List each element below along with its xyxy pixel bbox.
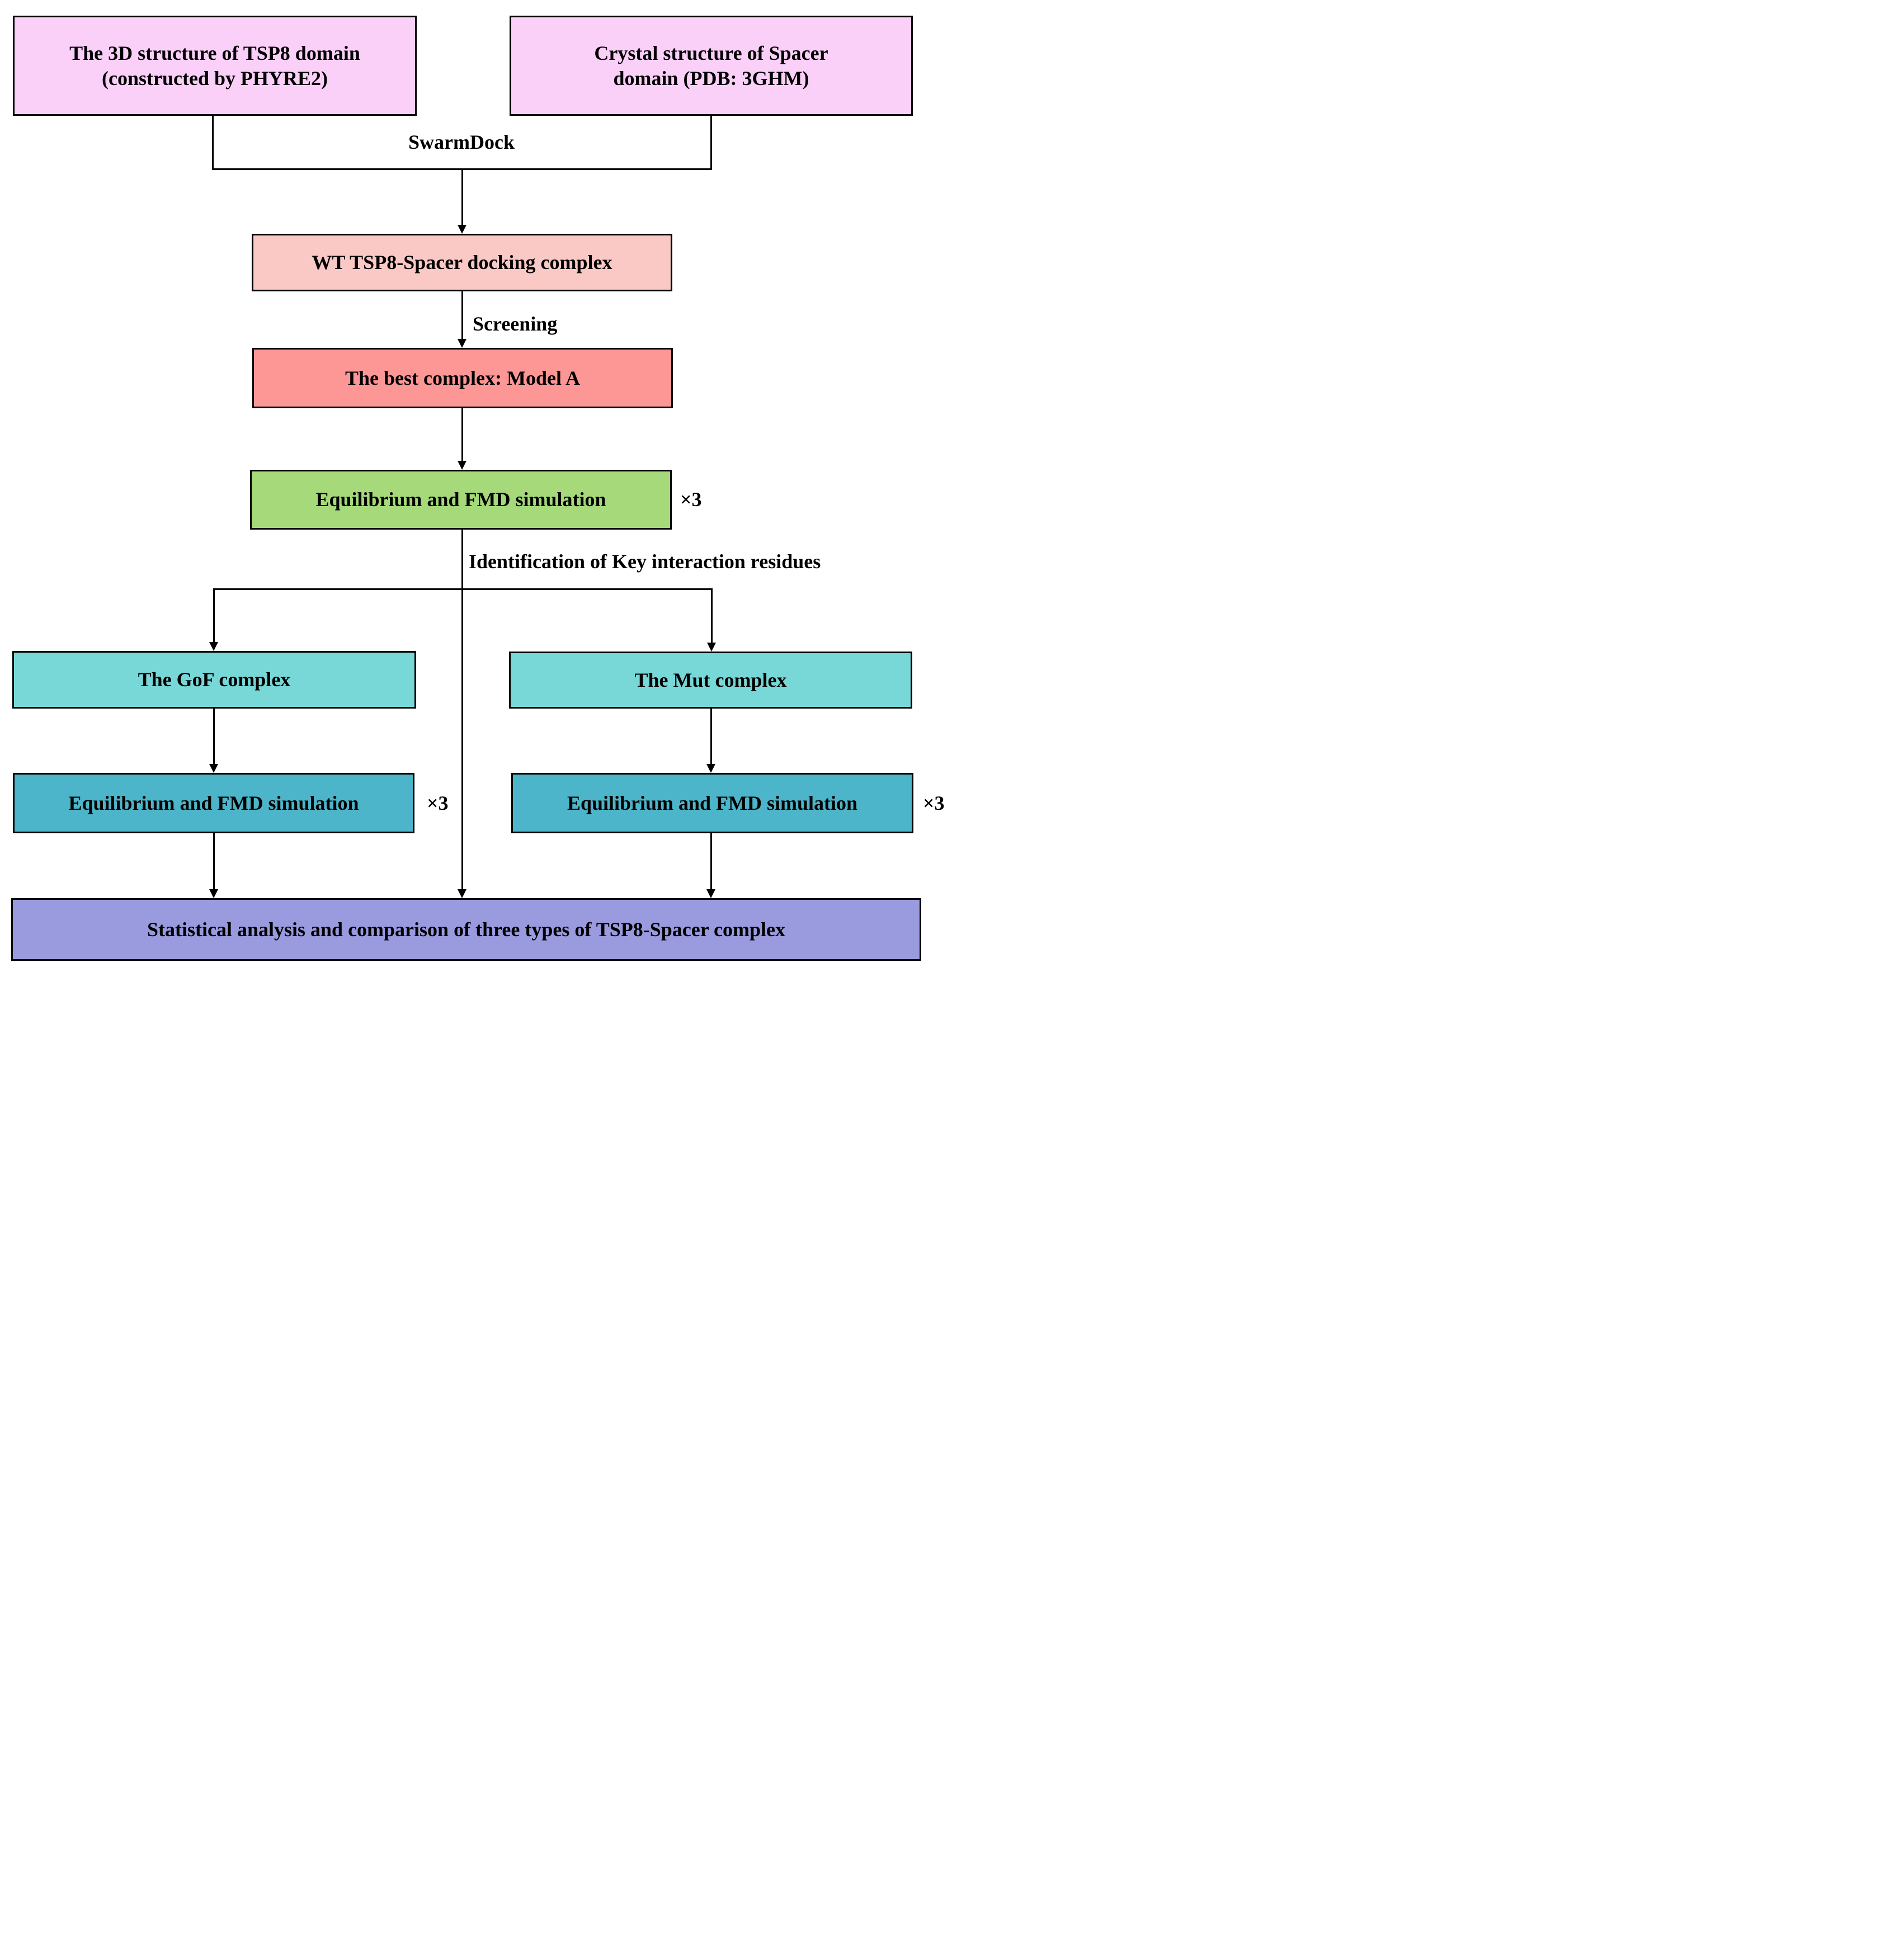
connector-gof-to-eq [213, 709, 215, 765]
connector-model-a-to-eq [461, 408, 463, 462]
arrowhead-stat-right [706, 889, 715, 898]
edge-label-swarmdock: SwarmDock [408, 131, 515, 153]
node-eq-fmd-mut: Equilibrium and FMD simulation [511, 773, 913, 833]
arrowhead-central-stat [458, 889, 466, 898]
node-tsp8-line2: (constructed by PHYRE2) [102, 67, 328, 89]
node-spacer-line2: domain (PDB: 3GHM) [613, 67, 809, 89]
node-spacer-line1: Crystal structure of Spacer [594, 41, 828, 64]
connector-branch-to-gof [213, 588, 215, 643]
arrowhead-gof [209, 642, 218, 651]
arrowhead-model-a [458, 339, 466, 348]
flowchart-canvas: The 3D structure of TSP8 domain (constru… [0, 0, 952, 968]
arrowhead-eq-mut [706, 764, 715, 773]
node-eq-mut-label: Equilibrium and FMD simulation [567, 791, 858, 814]
node-statistical-analysis: Statistical analysis and comparison of t… [11, 898, 921, 961]
node-best-complex-model-a: The best complex: Model A [252, 348, 673, 408]
connector-eq-mut-to-stat [710, 833, 712, 890]
node-spacer-structure: Crystal structure of Spacer domain (PDB:… [510, 16, 913, 116]
node-eq-wt-label: Equilibrium and FMD simulation [315, 488, 606, 511]
node-model-a-label: The best complex: Model A [345, 366, 580, 389]
arrowhead-mut [707, 643, 716, 652]
node-stat-label: Statistical analysis and comparison of t… [147, 918, 785, 941]
node-mut-complex: The Mut complex [509, 652, 912, 709]
node-mut-label: The Mut complex [634, 668, 787, 691]
arrowhead-stat-left [209, 889, 218, 898]
node-gof-complex: The GoF complex [12, 651, 416, 709]
connector-mut-to-eq [710, 709, 712, 765]
connector-branch-to-mut [711, 588, 713, 644]
connector-central-trunk [461, 530, 463, 890]
node-eq-fmd-gof: Equilibrium and FMD simulation [13, 773, 414, 833]
edge-label-screening: Screening [473, 313, 558, 335]
node-gof-label: The GoF complex [138, 668, 291, 691]
repeat-marker-eq-gof: ×3 [427, 792, 449, 814]
node-wt-label: WT TSP8-Spacer docking complex [312, 251, 612, 273]
connector-eq-gof-to-stat [213, 833, 215, 890]
node-wt-docking-complex: WT TSP8-Spacer docking complex [252, 234, 672, 291]
arrowhead-eq-wt [458, 461, 466, 470]
edge-label-identification: Identification of Key interaction residu… [469, 550, 821, 573]
node-eq-fmd-wt: Equilibrium and FMD simulation [250, 470, 672, 530]
connector-wt-to-model-a [461, 291, 463, 340]
arrowhead-wt [458, 225, 466, 234]
repeat-marker-eq-wt: ×3 [680, 488, 702, 511]
node-tsp8-structure: The 3D structure of TSP8 domain (constru… [13, 16, 417, 116]
node-eq-gof-label: Equilibrium and FMD simulation [68, 791, 359, 814]
connector-spacer-drop [710, 116, 712, 170]
arrowhead-eq-gof [209, 764, 218, 773]
connector-tsp8-drop [212, 116, 214, 170]
connector-join-to-wt [461, 168, 463, 226]
connector-branch-bar [214, 588, 713, 590]
node-tsp8-line1: The 3D structure of TSP8 domain [69, 41, 360, 64]
repeat-marker-eq-mut: ×3 [923, 792, 945, 814]
